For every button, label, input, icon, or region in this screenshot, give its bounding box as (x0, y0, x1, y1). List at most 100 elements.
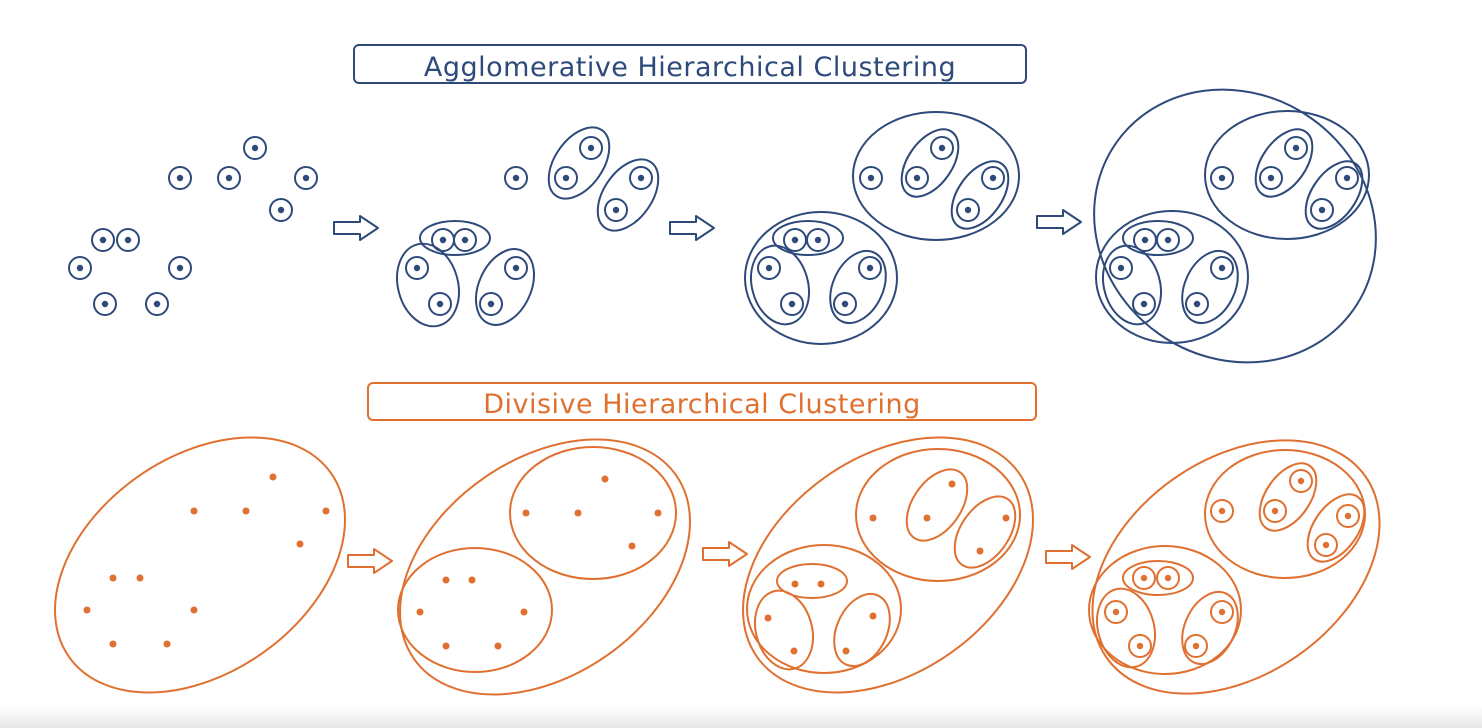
data-point (976, 547, 984, 555)
data-point (251, 144, 259, 152)
point-ring (1184, 634, 1208, 658)
data-point (1292, 144, 1300, 152)
point-ring (806, 228, 830, 252)
data-point (153, 300, 161, 308)
data-point (242, 507, 250, 515)
cluster-ellipse (1102, 244, 1162, 326)
cluster-ellipse (396, 242, 460, 328)
data-point (225, 174, 233, 182)
point-ring (1289, 469, 1313, 493)
point-ring (1284, 136, 1308, 160)
data-point (866, 264, 874, 272)
data-point (791, 580, 799, 588)
data-point (277, 206, 285, 214)
point-ring (243, 136, 267, 160)
cluster-ellipse (509, 446, 677, 580)
divisive-title-box: Divisive Hierarchical Clustering (367, 382, 1037, 421)
data-point (869, 514, 877, 522)
right-arrow-icon (1036, 209, 1082, 235)
cluster-ellipse (1181, 249, 1239, 325)
data-point (442, 576, 450, 584)
divisive-title-frame (367, 382, 1037, 421)
cluster-ellipse (852, 111, 1020, 241)
data-point (512, 174, 520, 182)
divisive-stage-4 (1088, 439, 1381, 695)
data-point (1322, 541, 1330, 549)
agglomerative-stage-4 (1093, 88, 1377, 364)
data-point (948, 480, 956, 488)
point-ring (1310, 198, 1334, 222)
data-point (439, 236, 447, 244)
data-point (790, 647, 798, 655)
data-point (322, 507, 330, 515)
cluster-ellipse (829, 249, 887, 325)
data-point (163, 640, 171, 648)
data-point (923, 514, 931, 522)
cluster-ellipse (1258, 462, 1318, 532)
data-point (190, 507, 198, 515)
data-point (124, 236, 132, 244)
data-point (1267, 174, 1275, 182)
data-point (83, 606, 91, 614)
data-point (1218, 264, 1226, 272)
cluster-ellipse (950, 160, 1010, 230)
cluster-ellipse (1181, 590, 1239, 666)
arrow-shape (702, 541, 748, 567)
cluster-ellipse (1306, 493, 1366, 563)
point-ring (1185, 292, 1209, 316)
data-point (1140, 300, 1148, 308)
point-ring (981, 166, 1005, 190)
data-point (1140, 574, 1148, 582)
cluster-ellipse (855, 448, 1021, 582)
data-point (601, 475, 609, 483)
bottom-shadow (0, 706, 1482, 728)
cluster-ellipse (397, 547, 553, 673)
point-ring (91, 228, 115, 252)
data-point (190, 606, 198, 614)
point-ring (780, 292, 804, 316)
data-point (413, 264, 421, 272)
point-ring (1132, 566, 1156, 590)
data-point (1002, 514, 1010, 522)
data-point (938, 144, 946, 152)
divisive-stage-1 (54, 436, 346, 694)
data-point (76, 264, 84, 272)
point-ring (1210, 166, 1234, 190)
arrow-shape (669, 215, 715, 241)
data-point (842, 647, 850, 655)
point-ring (956, 198, 980, 222)
data-point (791, 236, 799, 244)
point-ring (504, 166, 528, 190)
right-arrow-icon (702, 541, 748, 567)
cluster-ellipse (1122, 560, 1194, 596)
cluster-ellipse (744, 211, 898, 345)
data-point (869, 612, 877, 620)
right-arrow-icon (347, 548, 393, 574)
data-point (468, 576, 476, 584)
point-ring (1314, 533, 1338, 557)
data-point (1344, 512, 1352, 520)
data-point (1193, 300, 1201, 308)
agglomerative-title: Agglomerative Hierarchical Clustering (424, 52, 956, 83)
data-point (1164, 574, 1172, 582)
point-ring (68, 256, 92, 280)
point-ring (1104, 600, 1128, 624)
arrow-shape (1036, 209, 1082, 235)
data-point (1271, 507, 1279, 515)
point-ring (1263, 499, 1287, 523)
cluster-ellipse (419, 220, 491, 256)
point-ring (1156, 228, 1180, 252)
point-ring (168, 256, 192, 280)
data-point (487, 300, 495, 308)
right-arrow-icon (669, 215, 715, 241)
point-ring (428, 292, 452, 316)
cluster-ellipse (399, 438, 691, 696)
data-point (1318, 206, 1326, 214)
data-point (654, 509, 662, 517)
data-point (436, 300, 444, 308)
cluster-ellipse (1096, 587, 1156, 669)
right-arrow-icon (333, 215, 379, 241)
point-ring (1335, 166, 1359, 190)
cluster-ellipse (905, 468, 969, 542)
cluster-ellipse (754, 589, 814, 671)
